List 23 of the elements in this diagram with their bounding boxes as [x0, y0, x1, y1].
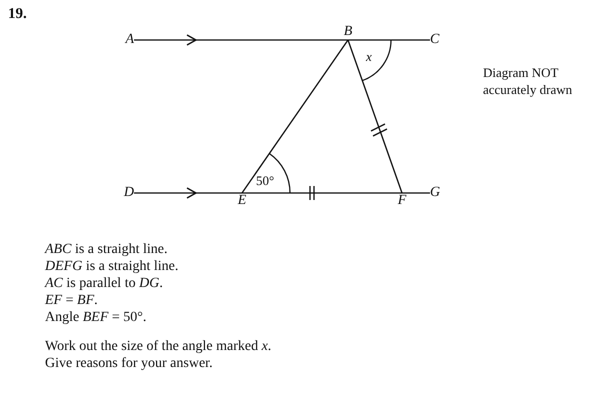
point-label: C	[430, 32, 446, 48]
line-segment	[242, 192, 402, 194]
line-segment	[241, 40, 349, 194]
question-text: EF = BF.	[45, 292, 98, 309]
line-segment	[347, 40, 403, 194]
point-label: B	[340, 24, 356, 40]
question-text: DEFG is a straight line.	[45, 258, 178, 275]
question-number: 19.	[8, 6, 27, 23]
note-text: Diagram NOT accurately drawn	[483, 64, 574, 98]
line-segment	[348, 39, 430, 41]
point-label: F	[394, 193, 410, 209]
question-text: Give reasons for your answer.	[45, 355, 213, 372]
point-label: A	[118, 32, 134, 48]
point-label: G	[430, 185, 446, 201]
angle-label: 50°	[256, 174, 274, 188]
question-text: AC is parallel to DG.	[45, 275, 163, 292]
line-segment	[402, 192, 430, 194]
question-text: Work out the size of the angle marked x.	[45, 338, 272, 355]
question-text: Angle BEF = 50°.	[45, 309, 146, 326]
point-label: D	[118, 185, 134, 201]
angle-label: x	[366, 50, 372, 64]
question-text: ABC is a straight line.	[45, 241, 168, 258]
point-label: E	[234, 193, 250, 209]
